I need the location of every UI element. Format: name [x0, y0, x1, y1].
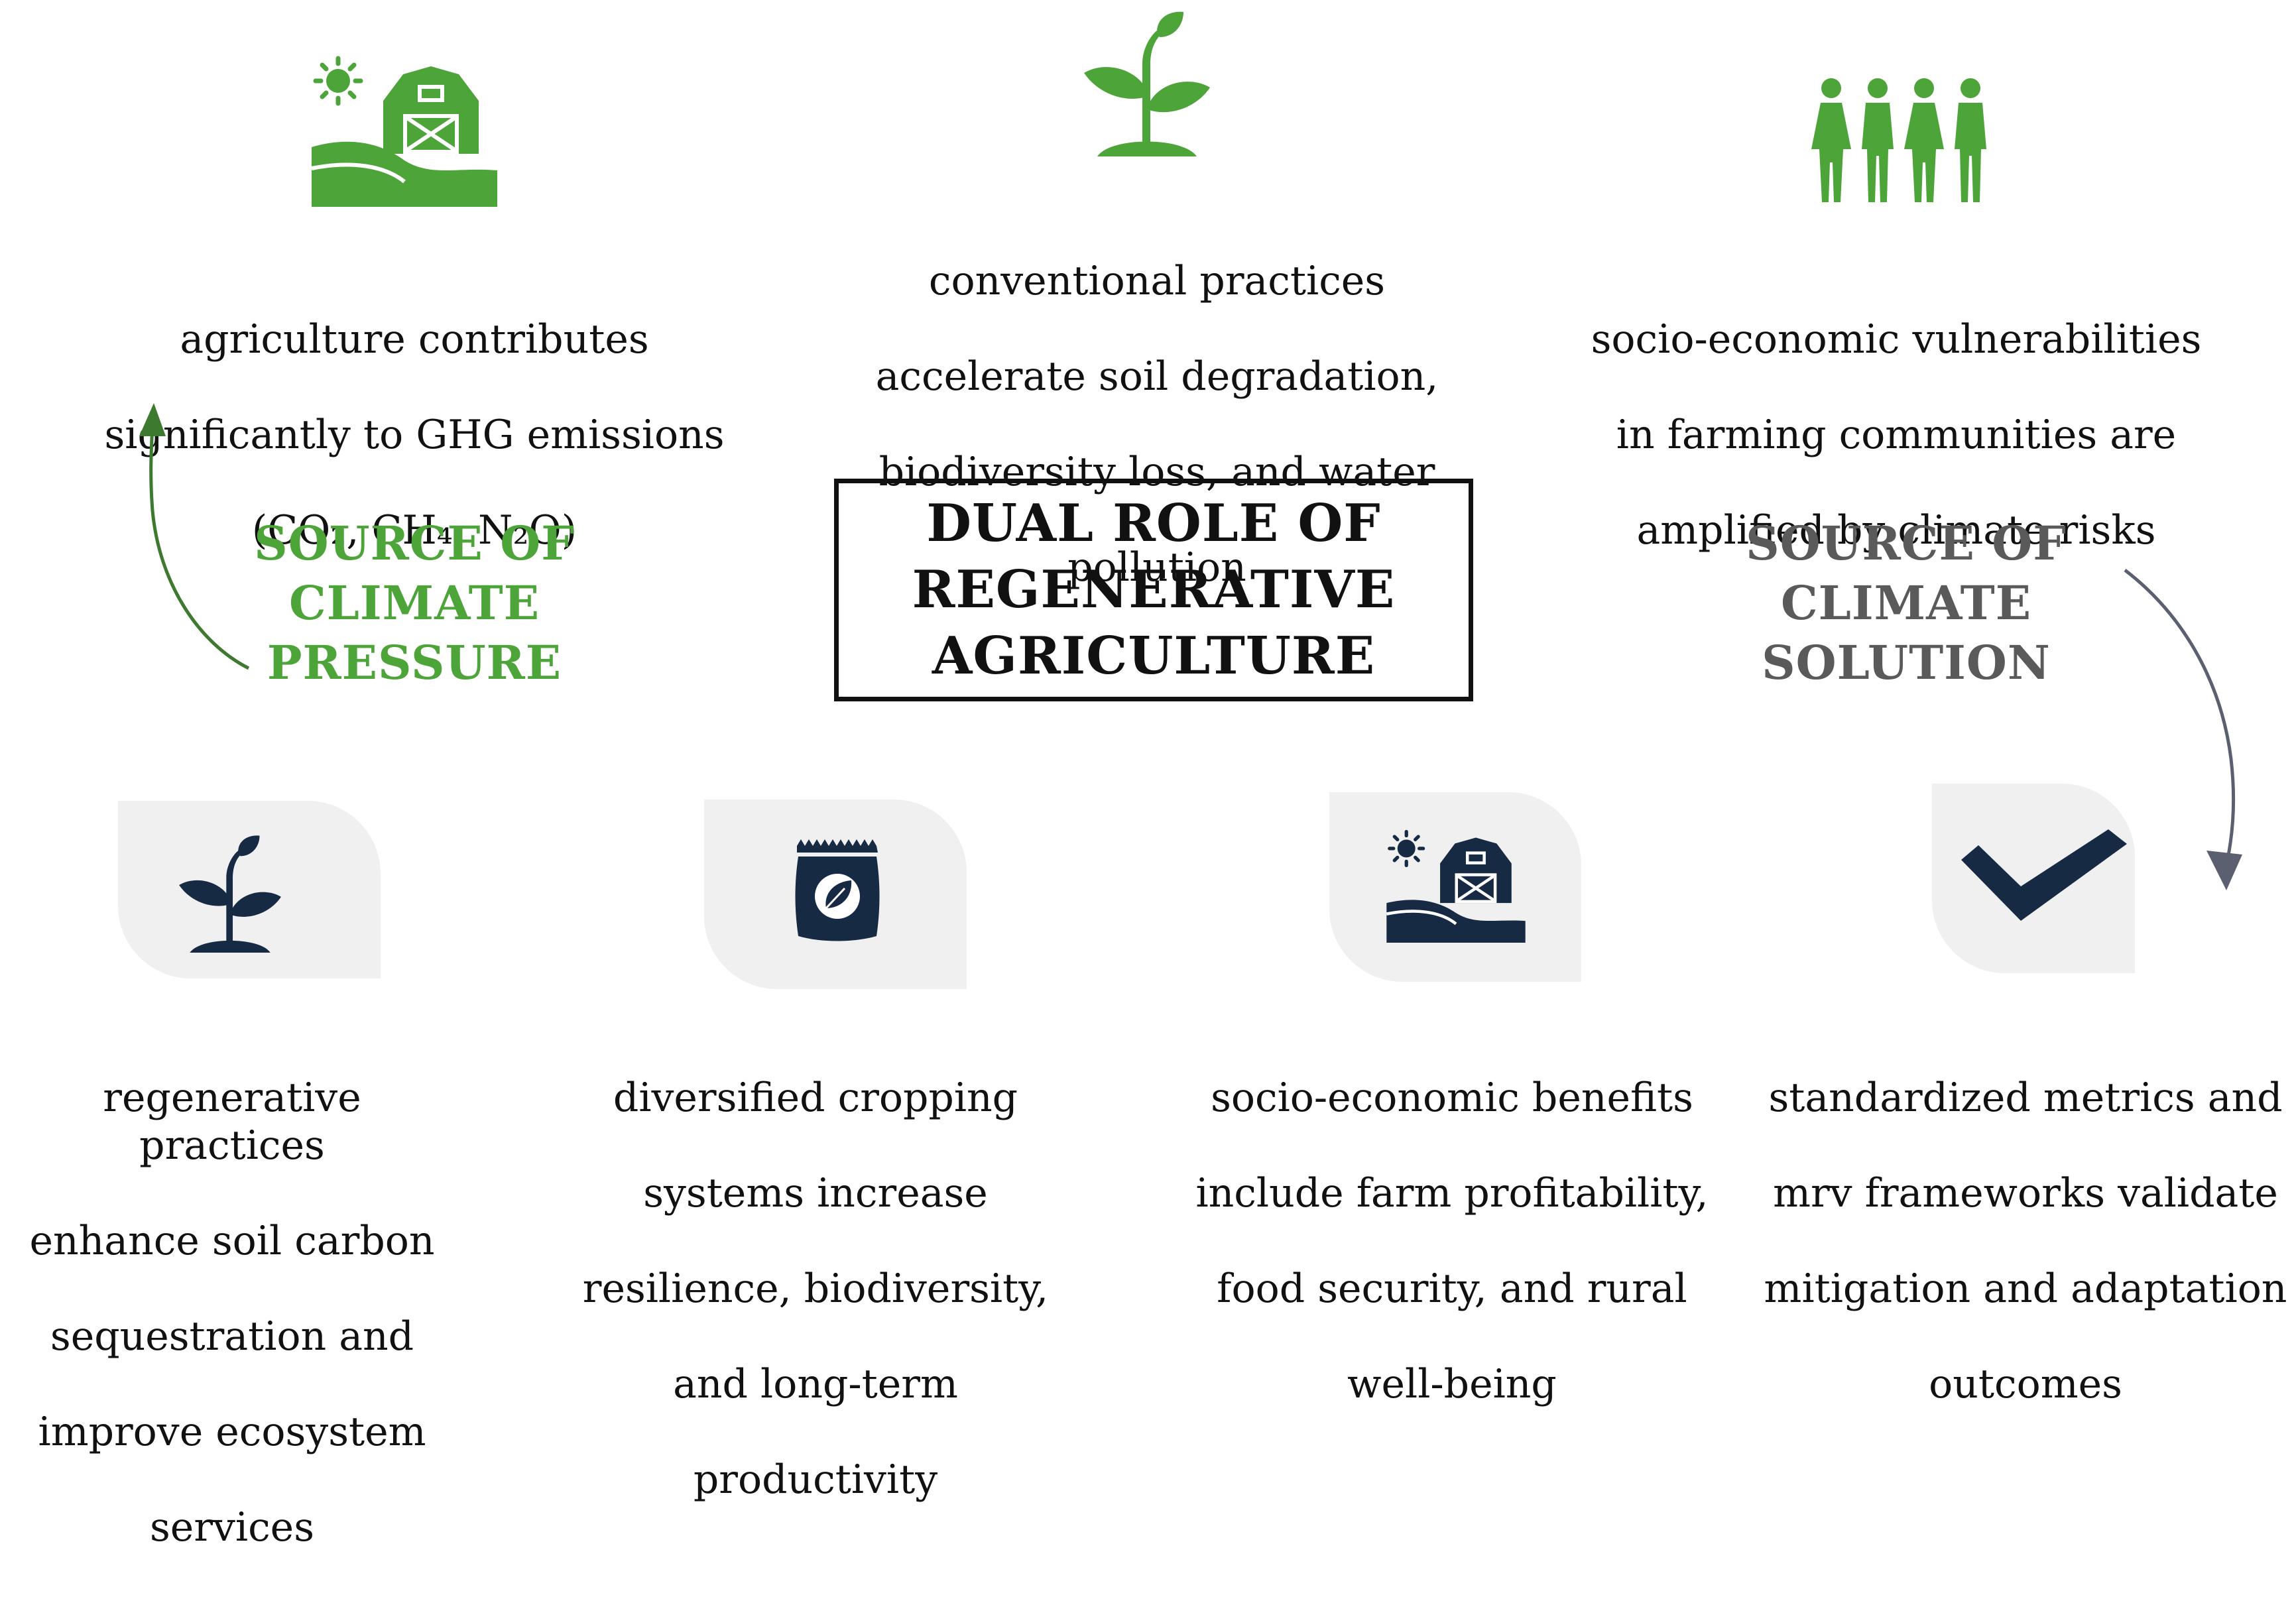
checkmark-icon — [1956, 825, 2132, 925]
pressure-label: SOURCE OF CLIMATE PRESSURE — [225, 514, 603, 693]
solution-caption-benefits: socio-economic benefits include farm pro… — [1187, 1026, 1717, 1456]
caption-line: improve ecosystem — [38, 1409, 426, 1455]
solution-label-line: CLIMATE — [1780, 575, 2032, 630]
caption-line: food security, and rural — [1217, 1266, 1687, 1312]
caption-line: regenerative practices — [103, 1075, 361, 1169]
caption-line: mitigation and adaptation — [1764, 1266, 2287, 1312]
title-line: AGRICULTURE — [932, 626, 1376, 686]
solution-label-line: SOLUTION — [1762, 635, 2051, 690]
solution-label: SOURCE OF CLIMATE SOLUTION — [1717, 514, 2095, 693]
title-line: REGENERATIVE — [912, 560, 1396, 620]
solution-caption-cropping: diversified cropping systems increase re… — [577, 1026, 1054, 1551]
caption-line: standardized metrics and — [1768, 1075, 2283, 1121]
pressure-caption-vulnerabilities: socio-economic vulnerabilities in farmin… — [1578, 268, 2214, 602]
caption-line: socio-economic benefits — [1211, 1075, 1693, 1121]
solution-caption-metrics: standardized metrics and mrv frameworks … — [1757, 1026, 2294, 1456]
caption-line: biodiversity loss, and water — [878, 449, 1435, 495]
caption-line: well-being — [1347, 1361, 1557, 1407]
caption-line: socio-economic vulnerabilities — [1591, 316, 2202, 363]
solution-label-line: SOURCE OF — [1746, 516, 2067, 571]
pressure-label-line: PRESSURE — [267, 635, 562, 690]
pressure-label-line: CLIMATE — [288, 575, 540, 630]
caption-line: services — [150, 1504, 314, 1551]
caption-line: amplified by climate risks — [1636, 507, 2156, 554]
caption-line: conventional practices — [928, 258, 1386, 304]
pressure-label-line: SOURCE OF — [254, 516, 575, 571]
caption-line: outcomes — [1929, 1361, 2122, 1407]
caption-line: (CO₂, CH₄, N₂O) — [251, 507, 577, 554]
seed-bag-icon — [788, 837, 887, 943]
caption-line: accelerate soil degradation, — [875, 353, 1439, 400]
farm-barn-icon — [305, 54, 504, 207]
solution-caption-carbon: regenerative practices enhance soil carb… — [7, 1026, 457, 1599]
title-line: DUAL ROLE OF — [926, 493, 1381, 554]
caption-line: systems increase — [643, 1170, 988, 1216]
caption-line: diversified cropping — [613, 1075, 1018, 1121]
sprout-icon — [1077, 11, 1217, 156]
caption-line: resilience, biodiversity, — [582, 1266, 1049, 1312]
caption-line: sequestration and — [50, 1313, 414, 1360]
diagram-title-box: DUAL ROLE OF REGENERATIVE AGRICULTURE — [834, 479, 1473, 701]
caption-line: productivity — [693, 1456, 938, 1503]
caption-line: mrv frameworks validate — [1773, 1170, 2278, 1216]
people-group-icon — [1811, 76, 1997, 202]
caption-line: and long-term — [673, 1361, 958, 1407]
sprout-icon — [174, 834, 286, 953]
farm-barn-icon — [1370, 829, 1542, 943]
pressure-caption-degradation: conventional practices accelerate soil d… — [855, 209, 1459, 639]
curved-arrow-down-icon — [2122, 567, 2254, 892]
caption-line: in farming communities are — [1616, 412, 2177, 458]
pressure-caption-emissions: agriculture contributes significantly to… — [93, 268, 736, 602]
caption-line: enhance soil carbon — [29, 1218, 435, 1264]
caption-line: agriculture contributes — [180, 316, 649, 363]
curved-arrow-up-icon — [119, 398, 265, 676]
caption-line: pollution — [1067, 544, 1246, 591]
caption-line: include farm profitability, — [1195, 1170, 1709, 1216]
